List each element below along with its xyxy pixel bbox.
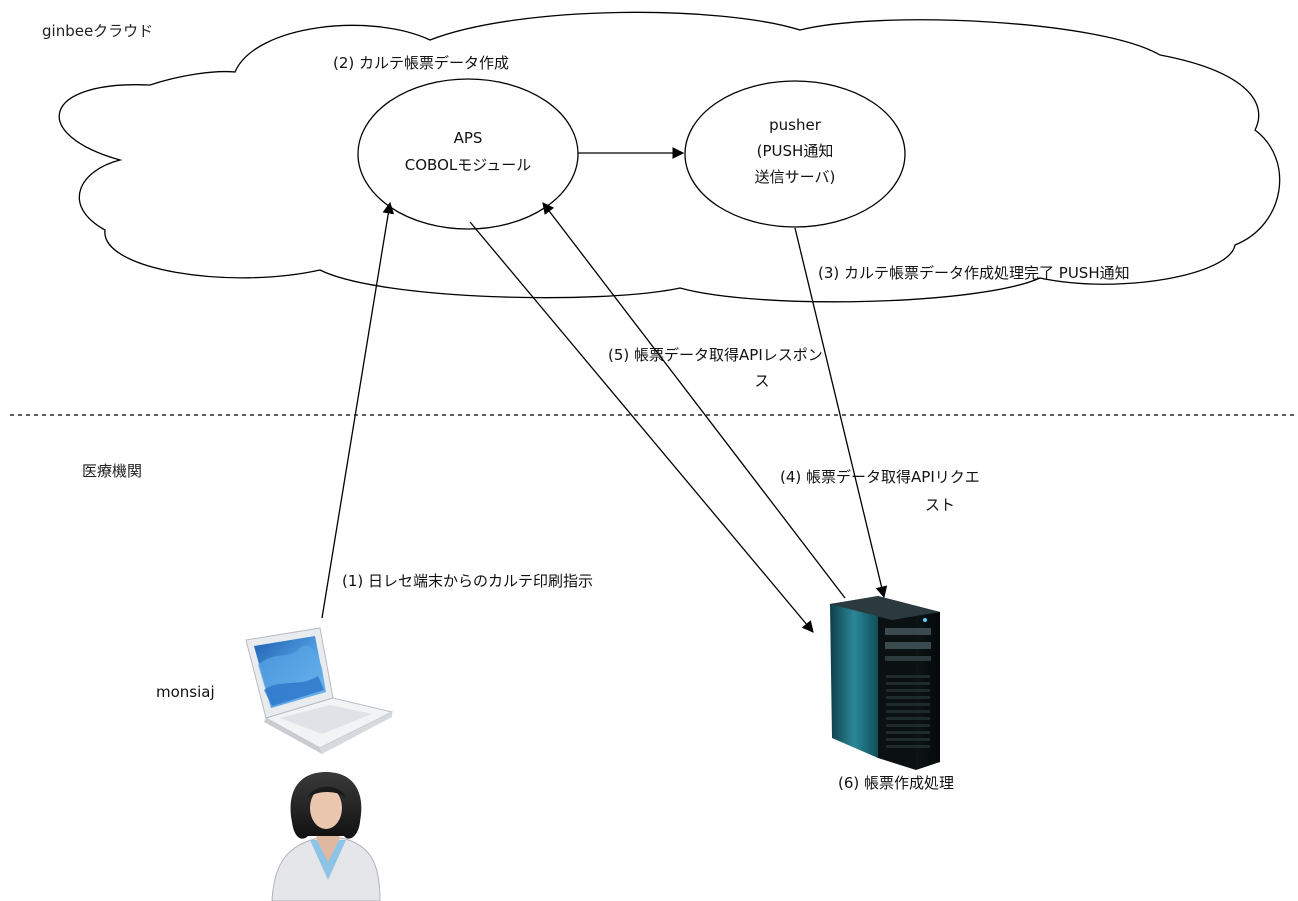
step4-label-line1: (4) 帳票データ取得APIリクエ [780, 468, 980, 486]
cloud-zone-label: ginbeeクラウド [42, 22, 153, 40]
terminal-label: monsiaj [156, 683, 215, 701]
step3-label: (3) カルテ帳票データ作成処理完了 PUSH通知 [818, 264, 1130, 282]
clinic-zone-label: 医療機関 [82, 462, 142, 480]
step4-label-line2: スト [925, 496, 955, 514]
aps-node-subtitle: COBOLモジュール [405, 156, 531, 174]
server-tower-icon [830, 596, 940, 770]
pusher-node-line3: 送信サーバ) [755, 168, 836, 186]
aps-node [357, 78, 579, 230]
pusher-node [684, 80, 906, 228]
arrow-step1-print-instruction [321, 201, 395, 619]
step1-label: (1) 日レセ端末からのカルテ印刷指示 [342, 572, 593, 590]
aps-node-title: APS [454, 129, 483, 147]
step2-label: (2) カルテ帳票データ作成 [333, 54, 509, 72]
step5-label-line2: ス [754, 372, 769, 390]
pusher-node-line2: (PUSH通知 [757, 142, 834, 160]
laptop-icon [245, 627, 394, 754]
arrow-step5-api-response [542, 202, 846, 599]
pusher-node-title: pusher [769, 116, 822, 134]
step5-label-line1: (5) 帳票データ取得APIレスポン [608, 346, 823, 364]
step6-label: (6) 帳票作成処理 [838, 774, 954, 792]
person-icon [271, 772, 381, 901]
cloud-shape [58, 11, 1281, 303]
arrow-step3-push-notify [794, 227, 888, 599]
arrow-step4-api-request [469, 221, 814, 633]
